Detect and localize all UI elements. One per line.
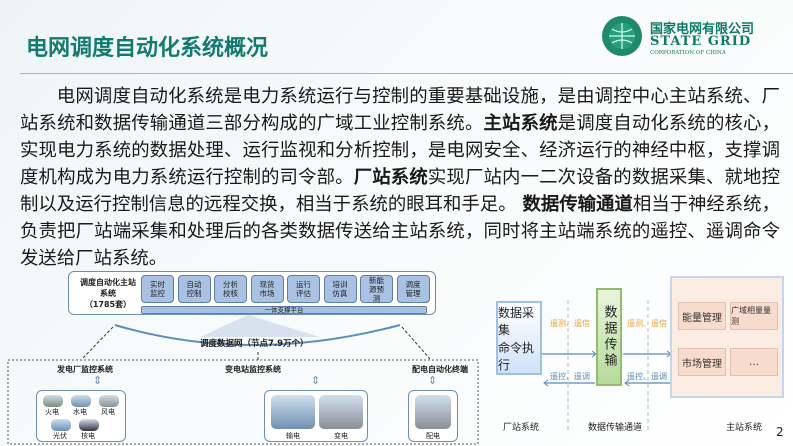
photo-输电 [271,395,315,429]
channel-box: 数据传输 [596,288,622,386]
caption: 主站系统 [726,423,763,433]
down-label: 遥控、遥调 [627,372,667,381]
up-label: 遥测、遥信 [550,319,590,328]
master-item: 广域相量量测 [730,302,778,330]
photo-核电 [79,419,99,431]
module-4: 运行评估 [287,275,320,303]
master-station-box: 能量管理 广域相量量测 市场管理 … [670,276,784,398]
title-divider [20,73,793,74]
arrow-updown-icon: ⇕ [428,374,438,387]
module-0: 实时监控 [141,275,174,303]
keyword: 数据传输通道 [522,194,633,215]
paragraph-text: 是调度自动化系统的核心，实现电力系统的数据处理、运行监视和分析控制，是电网安全、… [20,113,780,188]
page-number: 2 [776,425,784,439]
paragraph-text: 实现厂站内一二次设备的数据采集、就地控制以及运行控制信息的远程交换，相当于系统的… [20,167,780,215]
paragraph-text: 电网调度自动化系统是电力系统运行与控制的重要基础设施，是由调控中心主站系统、厂站… [20,86,780,134]
photo-配电 [415,395,451,429]
photo-变电 [319,395,363,429]
group-box: 火电 水电 风电光伏 核电 [36,390,126,442]
keyword: 主站系统 [483,113,558,134]
item-label: 光伏 [53,432,67,440]
caption: 厂站系统 [503,423,540,433]
network-lines [7,315,479,445]
platform-bar: 一体支撑平台 [141,306,427,314]
state-grid-logo: 国家电网有限公司 STATE GRID CORPORATION OF CHINA [600,12,790,60]
arrow-updown-icon: ⇕ [93,374,103,387]
group-label: 变电站监控系统 [225,365,281,374]
slide-title: 电网调度自动化系统概况 [26,36,269,61]
station-box: 数据采集 命令执行 [496,301,542,375]
item-label: 火电 [45,408,59,416]
master-item: 市场管理 [678,348,726,376]
intro-paragraph: 电网调度自动化系统是电力系统运行与控制的重要基础设施，是由调控中心主站系统、厂站… [20,83,780,272]
caption: 数据传输通道 [588,423,643,433]
logo-en: STATE GRID [650,34,752,49]
photo-水电 [71,395,91,407]
network-label: 调度数据网（节点7.9万个） [200,339,309,349]
master-item: … [730,348,778,376]
master-item: 能量管理 [678,302,726,330]
group-box: 配电 [408,390,458,442]
station-item: 命令执行 [498,340,535,372]
master-count: （1785套） [84,300,132,309]
paragraph-text: 相当于神经系统，负责把厂站端采集和处理后的各类数据传送给主站系统，同时将主站端系… [20,194,780,269]
logo-cn: 国家电网有限公司 [650,22,755,37]
keyword: 厂站系统 [353,167,428,188]
globe-icon [602,16,642,56]
master-system-box: 调度自动化主站系统 （1785套） 一体支撑平台 实时监控自动控制分析校核现货市场… [68,271,436,315]
module-2: 分析校核 [214,275,247,303]
down-label: 遥控、遥调 [550,372,590,381]
item-label: 输电 [286,432,300,440]
master-label: 调度自动化主站系统 （1785套） [77,277,139,310]
item-label: 水电 [73,408,87,416]
module-7: 调度管理 [396,275,430,303]
photo-风电 [99,395,119,407]
flow-arrows [542,300,672,430]
station-item: 数据采集 [498,305,535,337]
module-5: 培训仿真 [323,275,357,303]
photo-光伏 [51,419,71,431]
photo-火电 [43,395,63,407]
module-3: 现货市场 [250,275,284,303]
item-label: 核电 [81,432,95,440]
logo-sub: CORPORATION OF CHINA [650,50,726,56]
module-6: 新能源预测 [360,275,393,303]
group-label: 发电厂监控系统 [57,365,113,374]
master-label-text: 调度自动化主站系统 [80,278,136,298]
arrow-updown-icon: ⇕ [311,374,321,387]
group-box: 输电 变电 [264,390,368,442]
item-label: 变电 [334,432,348,440]
item-label: 配电 [426,432,440,440]
module-1: 自动控制 [177,275,211,303]
group-label: 配电自动化终端 [412,365,468,374]
item-label: 风电 [101,408,115,416]
up-label: 遥测、遥信 [627,319,667,328]
